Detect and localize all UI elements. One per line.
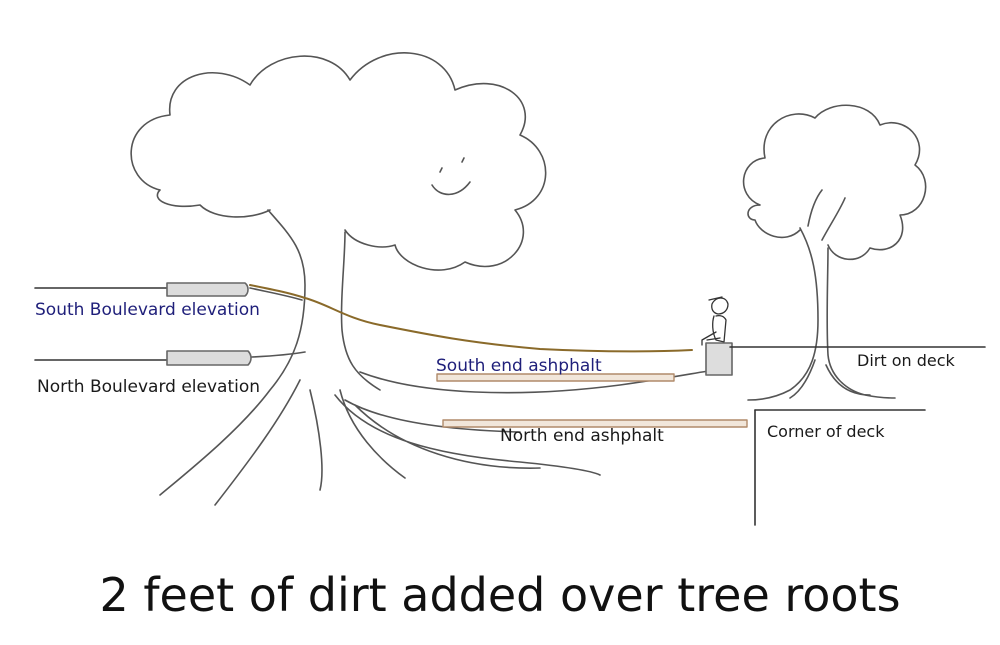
diagram-caption: 2 feet of dirt added over tree roots (99, 568, 901, 622)
south-boulevard-slab (166, 282, 249, 297)
seated-person-figure (701, 296, 729, 346)
corner-of-deck-label: Corner of deck (767, 422, 885, 441)
seat-block (705, 342, 733, 376)
north-boulevard-connector (251, 351, 306, 358)
north-boulevard-slab (166, 350, 252, 366)
dirt-on-deck-label: Dirt on deck (857, 351, 955, 370)
large-tree-roots (334, 369, 716, 476)
south-end-asphalt-label: South end ashphalt (436, 356, 602, 376)
large-tree-canopy (130, 52, 547, 271)
small-tree-trunk (747, 189, 896, 401)
north-end-asphalt-bar (442, 419, 748, 428)
south-end-asphalt-bar (436, 373, 675, 382)
south-boulevard-label: South Boulevard elevation (35, 300, 260, 320)
south-boulevard-connector (249, 287, 303, 301)
small-tree-canopy (742, 104, 927, 261)
smiley-face (431, 157, 471, 196)
north-boulevard-label: North Boulevard elevation (37, 377, 261, 397)
large-tree-trunk (159, 209, 406, 506)
dirt-surface-line (249, 284, 693, 353)
north-end-asphalt-label: North end ashphalt (500, 426, 664, 446)
